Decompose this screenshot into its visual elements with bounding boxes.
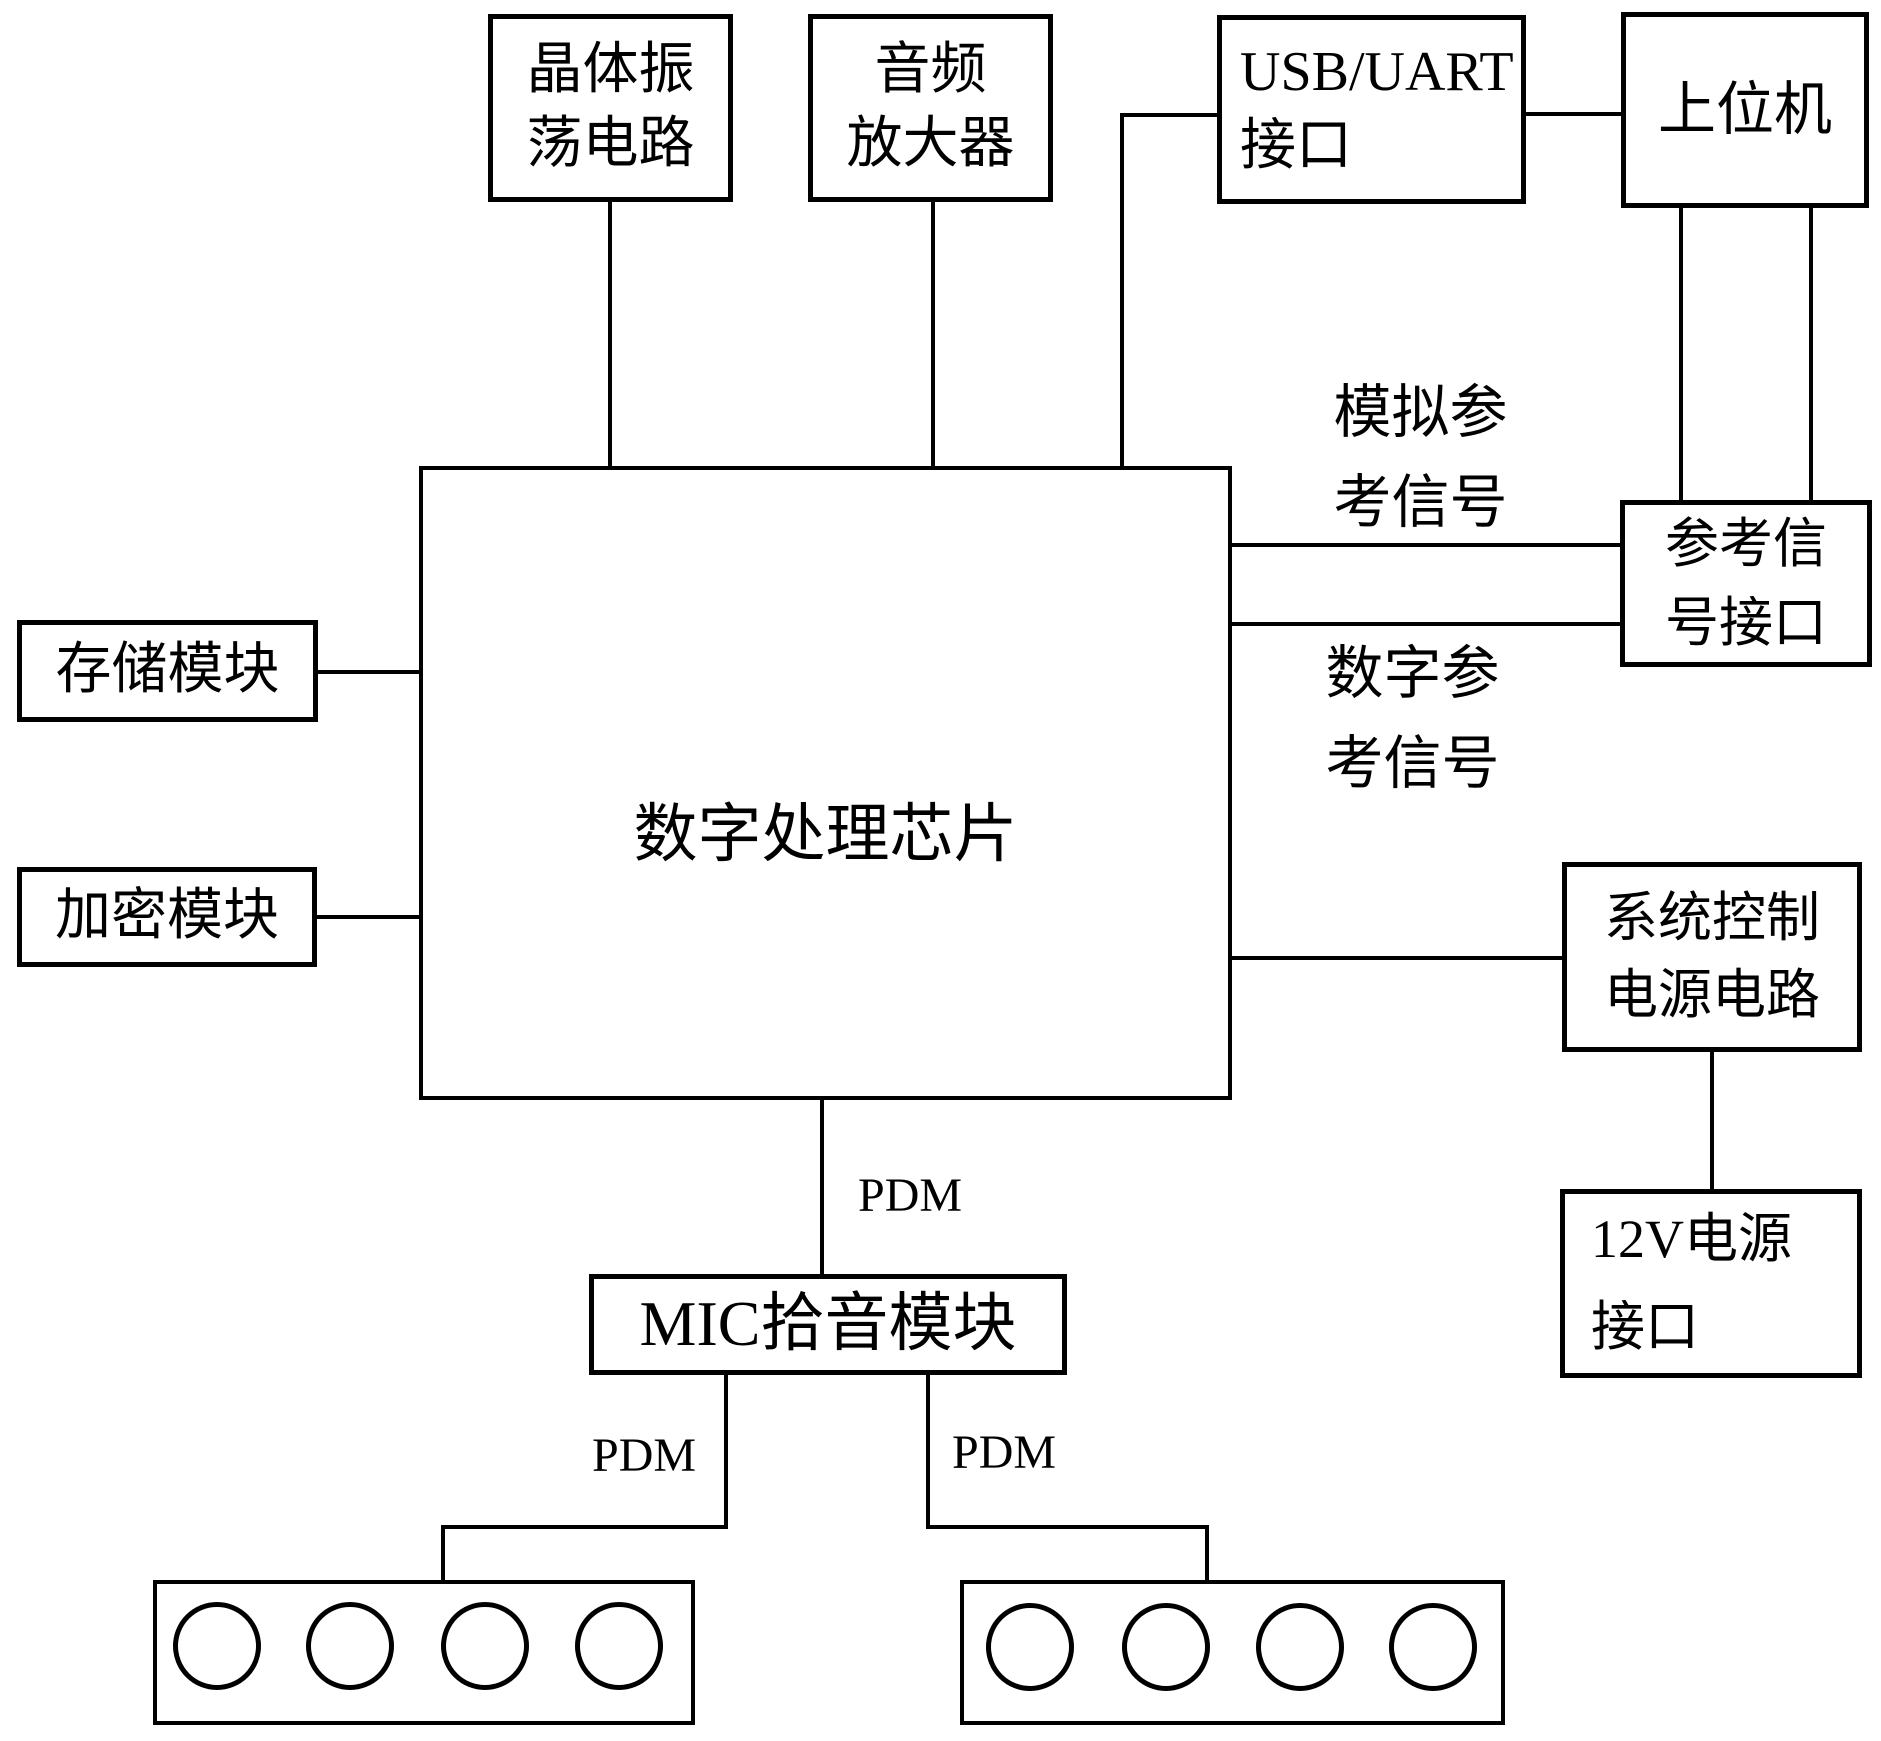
power-12v-label: 12V电源 接口 [1591, 1209, 1792, 1357]
mic-circle [575, 1602, 663, 1690]
power-12v-box: 12V电源 接口 [1560, 1189, 1862, 1378]
ref-signal-interface-box: 参考信 号接口 [1620, 500, 1872, 667]
connector-chip-to-usbuart-horizontal [1120, 113, 1217, 117]
connector-micmodule-right-vertical1 [926, 1375, 930, 1529]
connector-chip-to-usbuart-vertical [1120, 113, 1124, 466]
connector-audio-to-chip [931, 202, 935, 466]
usb-uart-label: USB/UART 接口 [1240, 40, 1514, 177]
pdm-label-left: PDM [592, 1429, 697, 1482]
crystal-oscillator-label: 晶体振 荡电路 [526, 39, 695, 175]
connector-micmodule-left-vertical2 [441, 1525, 445, 1580]
connector-micmodule-left-horizontal [441, 1525, 728, 1529]
connector-encryption-to-chip [317, 915, 419, 919]
system-control-power-label: 系统控制 电源电路 [1604, 888, 1820, 1025]
connector-micmodule-right-vertical2 [1205, 1525, 1209, 1580]
audio-amplifier-label: 音频 放大器 [846, 39, 1015, 175]
connector-systempower-to-12v [1710, 1052, 1714, 1189]
connector-chip-to-systempower [1232, 956, 1562, 960]
mic-circle [441, 1602, 529, 1690]
mic-circle [1389, 1603, 1477, 1691]
connector-crystal-to-chip [608, 202, 612, 466]
mic-circle [1122, 1603, 1210, 1691]
mic-circle [986, 1603, 1074, 1691]
storage-module-box: 存储模块 [17, 620, 318, 722]
mic-pickup-module-label: MIC拾音模块 [639, 1288, 1017, 1360]
host-computer-box: 上位机 [1621, 12, 1869, 208]
connector-micmodule-left-vertical1 [724, 1375, 728, 1529]
host-computer-label: 上位机 [1657, 76, 1832, 142]
system-control-power-box: 系统控制 电源电路 [1562, 862, 1862, 1052]
encryption-module-label: 加密模块 [55, 885, 279, 948]
crystal-oscillator-box: 晶体振 荡电路 [488, 14, 733, 202]
pdm-label-center: PDM [858, 1169, 963, 1222]
connector-analog-reference [1232, 543, 1620, 547]
pdm-label-right: PDM [952, 1426, 1057, 1479]
connector-digital-reference [1232, 622, 1620, 626]
encryption-module-box: 加密模块 [17, 867, 317, 967]
mic-circle [306, 1602, 394, 1690]
connector-host-to-refinterface-2 [1809, 208, 1813, 500]
storage-module-label: 存储模块 [55, 639, 280, 702]
audio-amplifier-box: 音频 放大器 [808, 14, 1053, 202]
analog-reference-label: 模拟参 考信号 [1333, 380, 1508, 535]
ref-signal-interface-label: 参考信 号接口 [1665, 514, 1827, 653]
mic-circle [173, 1602, 261, 1690]
dsp-chip-label: 数字处理芯片 [633, 798, 1018, 870]
connector-micmodule-right-horizontal [926, 1525, 1209, 1529]
usb-uart-box: USB/UART 接口 [1217, 15, 1526, 204]
connector-host-to-refinterface-1 [1679, 208, 1683, 500]
connector-chip-to-micmodule [820, 1100, 824, 1274]
digital-reference-label: 数字参 考信号 [1325, 641, 1500, 796]
connector-usbuart-to-host [1526, 112, 1621, 116]
mic-pickup-module-box: MIC拾音模块 [589, 1274, 1067, 1375]
connector-storage-to-chip [318, 670, 419, 674]
dsp-chip-box: 数字处理芯片 [419, 466, 1232, 1100]
mic-circle [1256, 1603, 1344, 1691]
